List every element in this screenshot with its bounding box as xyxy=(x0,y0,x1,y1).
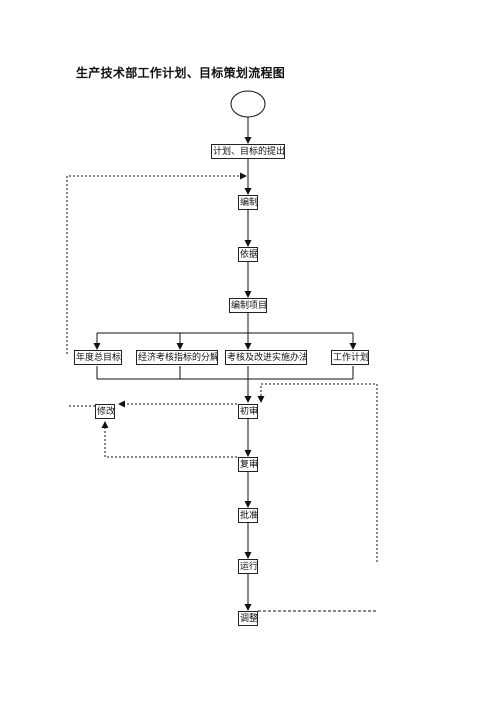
node-econ-index: 经济考核指标的分解 xyxy=(136,350,218,365)
feedback-loop-to-preliminary xyxy=(257,383,378,562)
node-revise: 修改 xyxy=(95,404,115,419)
node-basis: 依据 xyxy=(238,247,258,262)
page-title: 生产技术部工作计划、目标策划流程图 xyxy=(76,66,286,80)
node-proposal: 计划、目标的提出 xyxy=(211,144,285,159)
node-adjust: 调整 xyxy=(238,611,258,626)
feedback-review-to-revise xyxy=(101,421,237,458)
start-node xyxy=(230,90,266,118)
node-approve: 批准 xyxy=(238,508,258,523)
node-annual-goal: 年度总目标 xyxy=(74,350,122,365)
node-assessment: 考核及改进实施办法 xyxy=(225,350,307,365)
node-items: 编制项目 xyxy=(229,298,267,313)
node-review: 复审 xyxy=(238,457,258,472)
feedback-annual-to-compile xyxy=(66,172,247,354)
node-run: 运行 xyxy=(238,559,258,574)
node-preliminary: 初审 xyxy=(238,404,258,419)
node-compile: 编制 xyxy=(238,195,258,210)
node-work-plan: 工作计划 xyxy=(331,350,369,365)
